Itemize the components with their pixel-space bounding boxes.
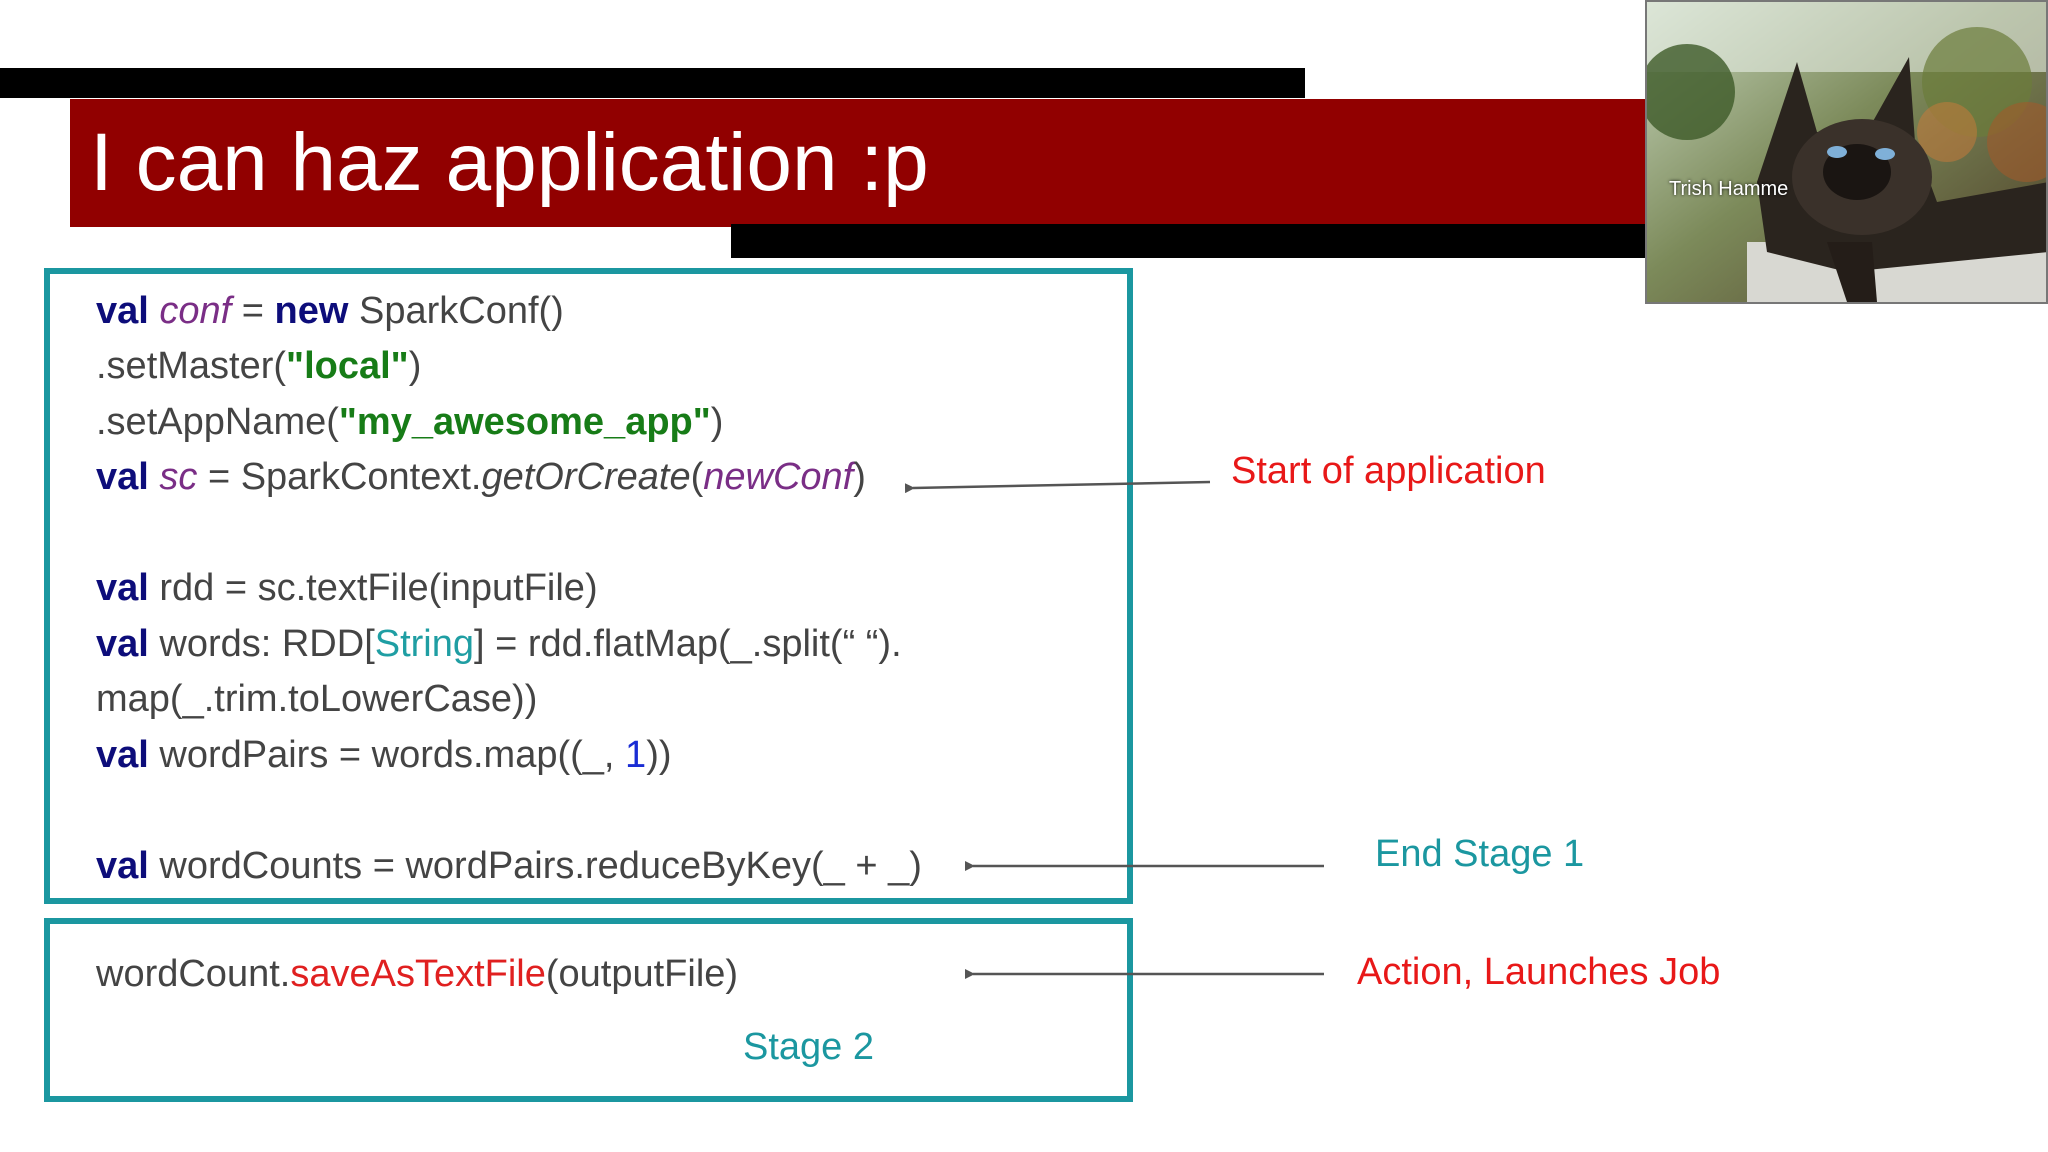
code-token: val xyxy=(96,734,149,776)
code-token: newConf xyxy=(703,456,854,498)
code-token: ) xyxy=(853,456,866,498)
code-box-stage-2: wordCount.saveAsTextFile(outputFile) Sta… xyxy=(44,918,1133,1102)
code-token: ( xyxy=(690,456,704,498)
annotation-end-stage-1: End Stage 1 xyxy=(1375,833,1585,875)
code-box-stage-1: val conf = new SparkConf() .setMaster("l… xyxy=(44,268,1133,904)
code-line: wordCount.saveAsTextFile(outputFile) xyxy=(96,952,738,996)
code-token: (outputFile) xyxy=(545,953,739,995)
code-token: "local" xyxy=(286,345,409,387)
code-line: .setMaster("local") xyxy=(96,344,421,388)
code-token: String xyxy=(374,623,475,665)
code-token: val xyxy=(96,456,149,498)
code-token: = SparkContext. xyxy=(197,456,482,498)
code-token: sc xyxy=(159,456,198,498)
code-token: = xyxy=(231,290,275,332)
code-token: val xyxy=(96,845,149,887)
code-line xyxy=(96,788,107,832)
code-line: val wordCounts = wordPairs.reduceByKey(_… xyxy=(96,844,922,888)
code-line: val conf = new SparkConf() xyxy=(96,289,564,333)
code-token: getOrCreate xyxy=(481,456,691,498)
code-line xyxy=(96,511,107,555)
code-token: "my_awesome_app" xyxy=(338,401,711,443)
code-line: val sc = SparkContext.getOrCreate(newCon… xyxy=(96,455,866,499)
code-token: val xyxy=(96,623,149,665)
code-token: new xyxy=(274,290,349,332)
code-line: val wordPairs = words.map((_, 1)) xyxy=(96,733,672,777)
code-token: words: RDD[ xyxy=(148,623,375,665)
code-token: ) xyxy=(710,401,724,443)
code-token: val xyxy=(96,290,149,332)
code-token: val xyxy=(96,567,149,609)
code-line: val rdd = sc.textFile(inputFile) xyxy=(96,566,598,610)
participant-name: Trish Hamme xyxy=(1669,178,1789,200)
slide-title: I can haz application :p xyxy=(90,117,929,208)
code-token: .setMaster( xyxy=(96,345,287,387)
code-token: 1 xyxy=(625,734,647,776)
annotation-action-launches-job: Action, Launches Job xyxy=(1357,951,1721,993)
code-token: SparkConf() xyxy=(348,290,564,332)
code-line: val words: RDD[String] = rdd.flatMap(_.s… xyxy=(96,622,902,666)
code-token xyxy=(149,456,160,498)
code-token: .setAppName( xyxy=(96,401,339,443)
code-line: .setAppName("my_awesome_app") xyxy=(96,400,723,444)
decorative-black-bar-top xyxy=(0,68,1305,98)
code-token: wordCounts = wordPairs.reduceByKey(_ + _… xyxy=(148,845,922,887)
code-token xyxy=(149,290,160,332)
code-token: saveAsTextFile xyxy=(290,953,546,995)
code-token: conf xyxy=(159,290,232,332)
code-token: wordPairs = words.map((_, xyxy=(148,734,626,776)
webcam-video-cat-image xyxy=(1647,2,2046,302)
code-token: ) xyxy=(408,345,422,387)
stage-2-label: Stage 2 xyxy=(743,1026,874,1068)
code-token: )) xyxy=(646,734,672,776)
code-token: rdd = sc.textFile(inputFile) xyxy=(148,567,598,609)
code-token: map(_.trim.toLowerCase)) xyxy=(96,678,538,720)
title-band: I can haz application :p xyxy=(70,99,1645,227)
code-token: ] = rdd.flatMap(_.split(“ “). xyxy=(474,623,902,665)
annotation-start-of-application: Start of application xyxy=(1231,450,1546,492)
code-line: map(_.trim.toLowerCase)) xyxy=(96,677,537,721)
code-token: wordCount. xyxy=(96,953,291,995)
webcam-tile[interactable]: Trish Hamme xyxy=(1645,0,2048,304)
